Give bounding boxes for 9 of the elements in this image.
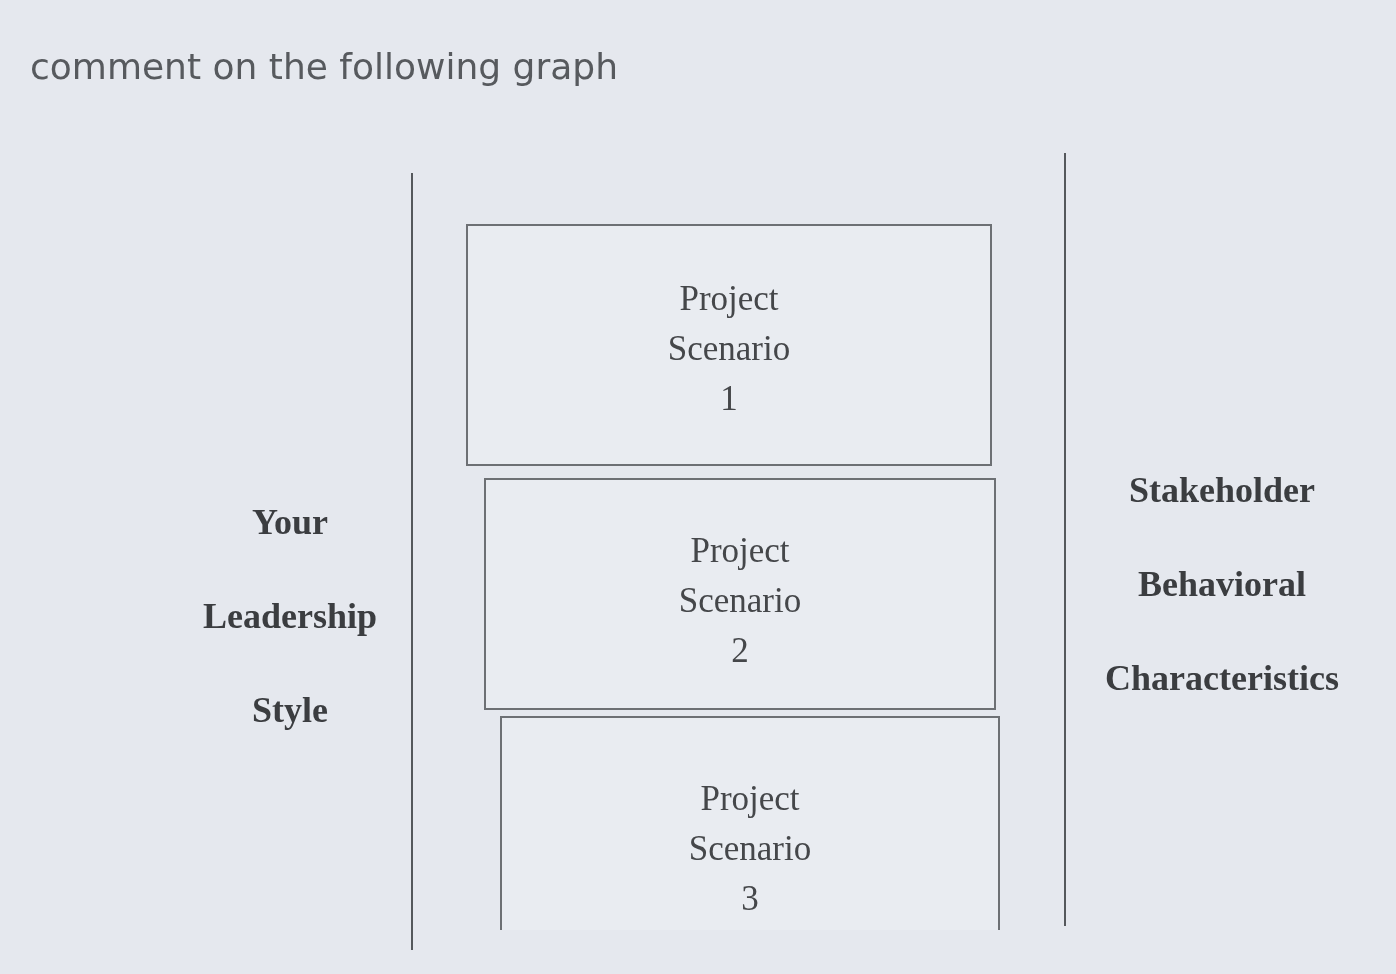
question-title: comment on the following graph — [30, 46, 618, 87]
scenario-label: Project Scenario 2 — [678, 530, 802, 672]
side-label: Stakeholder Behavioral Characteristics — [1105, 469, 1339, 700]
side-label: Your Leadership Style — [203, 501, 378, 732]
scenario-box — [484, 478, 996, 710]
scenario-box — [466, 224, 992, 466]
scenario-label: Project Scenario 1 — [667, 278, 791, 420]
scenario-box — [500, 716, 1000, 930]
scenario-label: Project Scenario 3 — [688, 778, 812, 920]
